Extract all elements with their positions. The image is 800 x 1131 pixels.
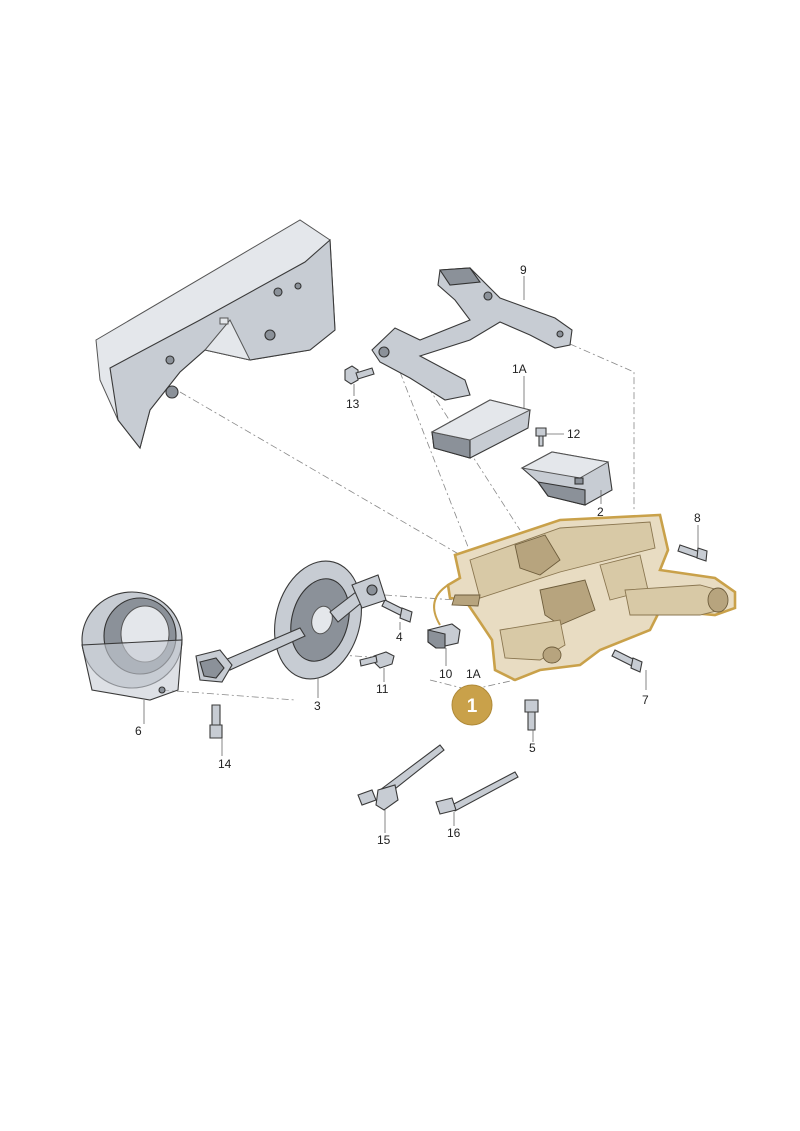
callout-8: 8 xyxy=(694,511,701,525)
cable-tie-part-15 xyxy=(357,744,445,811)
callout-5: 14 xyxy=(218,757,232,771)
connector-part-12 xyxy=(427,584,461,649)
bolt-part-11 xyxy=(359,651,395,669)
callout-15: 15 xyxy=(377,833,391,847)
bolt-part-8 xyxy=(677,544,708,562)
bolt-part-10 xyxy=(344,365,375,385)
grommet-part-13 xyxy=(81,591,183,701)
cable-tie-part-16 xyxy=(435,771,519,815)
mounting-bracket-part-6 xyxy=(371,267,573,401)
module-housing-part-2 xyxy=(520,451,613,506)
callout-6: 9 xyxy=(520,263,527,277)
control-unit-part-1a xyxy=(430,399,532,459)
universal-joint-shaft xyxy=(195,627,306,683)
callout-2: 2 xyxy=(597,505,604,519)
bolt-part-7 xyxy=(611,649,643,673)
bolt-part-4 xyxy=(381,599,413,623)
callout-14: 12 xyxy=(567,427,581,441)
callout-4: 4 xyxy=(396,630,403,644)
screw-part-14 xyxy=(535,427,547,447)
callout-10: 13 xyxy=(346,397,360,411)
callout-9: 5 xyxy=(529,741,536,755)
callout-3: 3 xyxy=(314,699,321,713)
callout-11: 11 xyxy=(376,682,389,696)
callout-1a-upper: 1A xyxy=(512,362,527,376)
assembly-guide-lines xyxy=(161,343,635,701)
badge-number: 1 xyxy=(467,696,478,717)
callout-7: 7 xyxy=(642,693,649,707)
steering-column-assembly-part-1 xyxy=(446,513,737,682)
callout-labels: 1A 9 13 12 2 8 4 11 10 1A 7 5 3 6 14 15 … xyxy=(135,263,701,847)
part-1-badge[interactable]: 1 xyxy=(451,684,493,726)
callout-13: 6 xyxy=(135,724,142,738)
bolt-part-9 xyxy=(524,699,539,731)
bolt-part-5 xyxy=(209,704,223,739)
callout-16: 16 xyxy=(447,826,461,840)
vehicle-body-panel xyxy=(95,219,336,450)
flange-shaft-part-3 xyxy=(274,560,387,680)
callout-12: 10 xyxy=(439,667,453,681)
callout-1a-lower: 1A xyxy=(466,667,481,681)
leader-lines xyxy=(143,276,699,833)
